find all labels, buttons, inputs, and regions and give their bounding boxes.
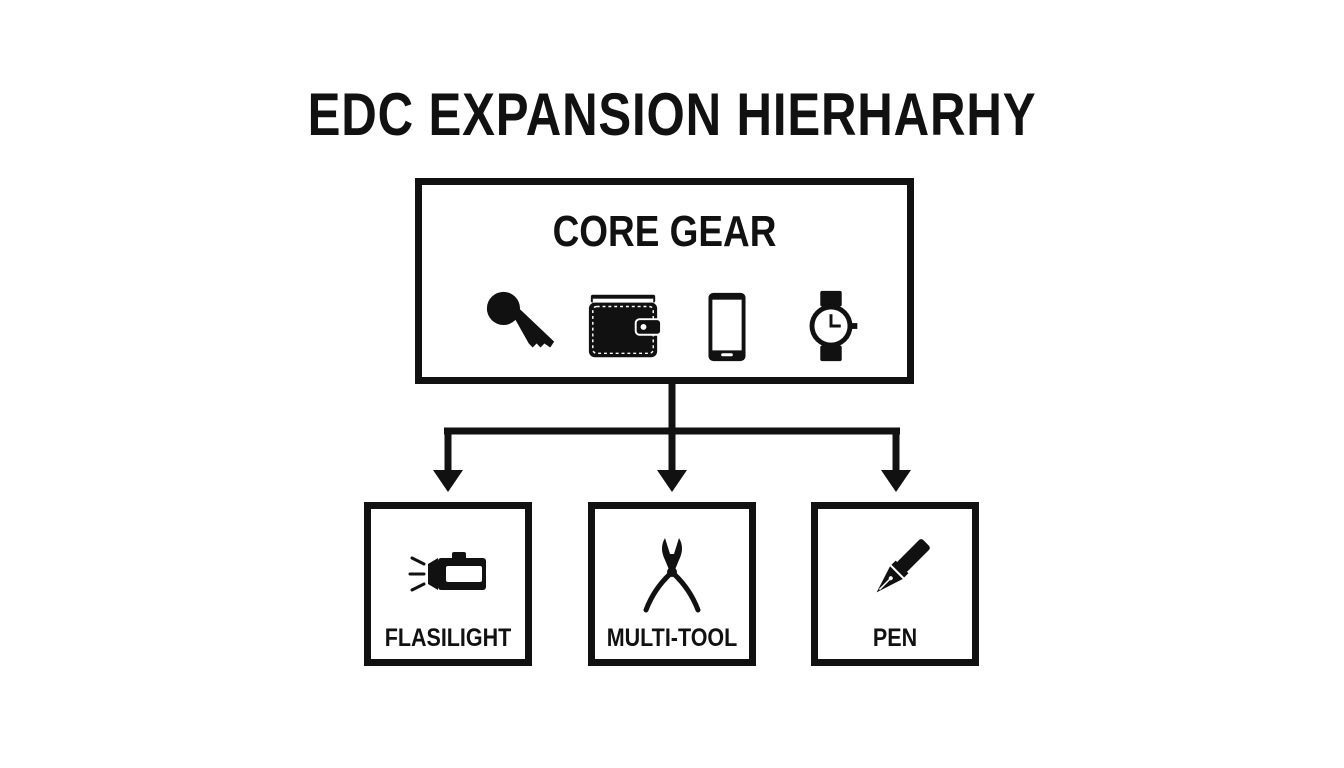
expansion-label-pen: PEN [872,624,918,652]
arrowhead-left [433,470,463,492]
expansion-box-pen: PEN [811,502,979,666]
core-gear-title: CORE GEAR [552,207,777,256]
pliers-icon [643,538,701,613]
wristwatch-icon [809,290,858,362]
diagram-title: EDC EXPANSION HIERHARHY [307,81,1037,148]
arrowhead-middle [657,470,687,492]
wallet-icon [588,294,663,358]
fountain-pen-icon [876,539,930,593]
flashlight-icon [408,552,486,592]
core-gear-box: CORE GEAR [415,178,914,384]
arrowhead-right [881,470,911,492]
expansion-label-multi-tool: MULTI-TOOL [606,624,738,652]
expansion-label-flashlight: FLASILIGHT [384,624,512,652]
key-icon [486,291,555,348]
smartphone-icon [708,292,746,362]
expansion-box-multi-tool: MULTI-TOOL [588,502,756,666]
expansion-box-flashlight: FLASILIGHT [364,502,532,666]
